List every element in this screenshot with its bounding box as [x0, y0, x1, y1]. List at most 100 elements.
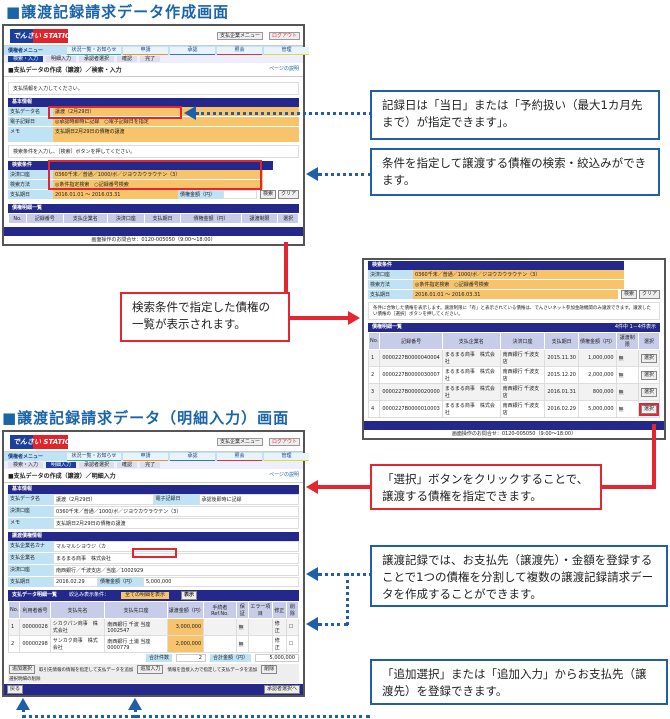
highlight-record-date	[48, 106, 182, 119]
col-header[interactable]: 記録番号	[25, 213, 64, 224]
total-amount: 5,000,000	[255, 654, 299, 662]
page-help-link[interactable]: ページの説明	[269, 472, 299, 478]
account-select[interactable]: 0360千末／普通／1000/ボ／ジヨウカウラウテン（3）	[413, 270, 624, 279]
select-button[interactable]: 選択	[640, 387, 657, 397]
col-header[interactable]: 記録番号	[379, 332, 443, 350]
search-method-radio[interactable]: ◎条件指定検索 ○記録番号検索	[53, 180, 263, 189]
amount: 1,000,000	[577, 349, 617, 367]
select-button[interactable]: 選択	[640, 353, 657, 363]
search-button[interactable]: 検索	[259, 190, 276, 199]
tab-inquiry[interactable]: 照会	[217, 452, 262, 461]
col-header[interactable]: 支払企業名	[62, 213, 109, 224]
ref-no-input[interactable]	[203, 618, 237, 636]
col-header[interactable]: 決済口座	[499, 332, 546, 350]
field-label: 支払期日	[8, 190, 53, 199]
section-title-create: ■譲渡記録請求データ作成画面	[6, 3, 230, 21]
field-label: 支払データ名	[8, 494, 53, 505]
col-header: 譲渡金額（円）	[166, 601, 205, 619]
field-label: メモ	[8, 518, 53, 529]
col-header[interactable]: 譲渡制限	[240, 213, 279, 224]
select-button[interactable]: 選択	[638, 402, 659, 416]
search-method-radio[interactable]: ◎条件指定検索 ○記録番号検索	[413, 280, 624, 289]
due-date-range[interactable]: 2016.01.01 ～ 2016.03.31	[53, 190, 178, 199]
field-label: 支払企業名カナ	[8, 541, 53, 552]
transfer-amount-input[interactable]: 2,000,000	[166, 635, 205, 653]
field-value: 南西銀行／千波支店／当座／1002929	[53, 565, 299, 576]
due-date: 2015.11.30	[544, 349, 579, 367]
select-cell: 選択	[637, 349, 661, 367]
tab-approve[interactable]: 承認	[170, 46, 215, 55]
col-header[interactable]: 支払期日	[143, 213, 182, 224]
filter-label: 絞込み表示条件：	[69, 592, 110, 598]
col-header: 選択	[637, 332, 661, 350]
record-number: 0000227B0000030007	[379, 366, 443, 384]
tab-approve[interactable]: 承認	[170, 452, 215, 461]
back-button[interactable]: 戻る	[7, 685, 24, 694]
col-header[interactable]: 譲渡制限	[615, 332, 639, 350]
col-header[interactable]: 債権金額（円）	[180, 213, 242, 224]
tab-apply[interactable]: 申請	[123, 452, 168, 461]
filter-button[interactable]: 表示	[181, 591, 198, 600]
amount: 5,000,000	[577, 400, 617, 418]
col-header[interactable]: 債権金額（円）	[577, 332, 617, 350]
add-select-button[interactable]: 追加選択	[9, 665, 36, 674]
row-no: 1	[7, 618, 21, 636]
tab-admin[interactable]: 管理	[264, 46, 309, 55]
step: 明細入力	[46, 56, 77, 62]
ref-no-input[interactable]	[203, 635, 237, 653]
account-select[interactable]: 0360千末／普通／1000/ボ／ジヨウカウラウテン（3）	[53, 170, 263, 179]
error-item	[247, 635, 273, 653]
account: 南西銀行 千波支店	[499, 366, 546, 384]
tab-apply[interactable]: 申請	[123, 46, 168, 55]
select-button[interactable]: 選択	[640, 370, 657, 380]
edit-button[interactable]: 修正	[271, 635, 287, 653]
col-header[interactable]: No.	[8, 213, 27, 224]
logout-button[interactable]: ログアウト	[268, 32, 300, 40]
amount: 800,000	[577, 383, 617, 401]
page-help-link[interactable]: ページの説明	[269, 66, 299, 72]
filter-select[interactable]: 全ての明細を表示	[121, 592, 170, 599]
record-date-radio[interactable]: ◎承認時即時に記録 ○電子記録日を指定	[53, 117, 299, 126]
field-value: 譲渡（2月29日）	[53, 494, 154, 505]
tab-inquiry[interactable]: 照会	[217, 46, 262, 55]
menu-title: 債権者メニュー	[8, 48, 44, 54]
add-input-button[interactable]: 追加入力	[137, 665, 164, 674]
section-search: 検索条件	[368, 261, 624, 270]
step-indicator: 検索・入力 明細入力 承認者選択 確認 完了	[4, 461, 303, 469]
page-title-text: ■支払データの作成（譲渡）／検索・入力	[8, 67, 122, 74]
step: 承認者選択	[79, 56, 115, 62]
payer-menu-button[interactable]: 支払企業メニュー	[216, 32, 263, 40]
search-button[interactable]: 検索	[620, 290, 637, 299]
data-name-input[interactable]: 譲渡（2月29日）	[53, 107, 299, 116]
memo-input[interactable]: 支払期日2月29日の債権の譲渡	[53, 127, 299, 142]
tab-status[interactable]: 状況一覧・お知らせ	[67, 46, 121, 55]
clear-button[interactable]: クリア	[277, 190, 299, 199]
tab-admin[interactable]: 管理	[264, 452, 309, 461]
section-claim-list: 債権明細一覧	[8, 204, 299, 213]
delete-button[interactable]: 削除	[261, 665, 278, 674]
delete-checkbox[interactable]: ☐	[285, 635, 300, 653]
callout-split-claim: 譲渡記録では、お支払先（譲渡先）・金額を登録することで1つの債権を分割して複数の…	[370, 545, 668, 607]
col-header[interactable]: 決済口座	[107, 213, 145, 224]
field-label: 債権金額（円）	[177, 190, 223, 199]
amount-range-input[interactable]	[222, 190, 257, 199]
field-value: 0360千末／普通／1000/ボ／ジヨウカウラウテン（3）	[53, 506, 299, 517]
col-header[interactable]: 支払企業名	[441, 332, 501, 350]
next-approver-button[interactable]: 承認者選択へ	[263, 685, 300, 694]
field-label: 支払データ名	[8, 107, 53, 116]
edit-button[interactable]: 修正	[271, 618, 287, 636]
section-title: 債権明細一覧	[372, 324, 403, 330]
clear-button[interactable]: クリア	[638, 290, 660, 299]
field-label: 支払期日	[8, 577, 53, 587]
tab-status[interactable]: 状況一覧・お知らせ	[67, 452, 121, 461]
logout-button[interactable]: ログアウト	[268, 438, 300, 446]
transfer-limit: 無	[615, 383, 639, 401]
transfer-amount-input[interactable]: 3,000,000	[166, 618, 205, 636]
col-header[interactable]: 支払期日	[544, 332, 579, 350]
col-header: 削除	[285, 601, 300, 619]
delete-checkbox[interactable]: ☐	[285, 618, 300, 636]
due-date-range[interactable]: 2016.01.01 ～ 2016.03.31	[413, 290, 618, 299]
payer-menu-button[interactable]: 支払企業メニュー	[216, 438, 263, 446]
field-label: 決済口座	[368, 270, 413, 279]
